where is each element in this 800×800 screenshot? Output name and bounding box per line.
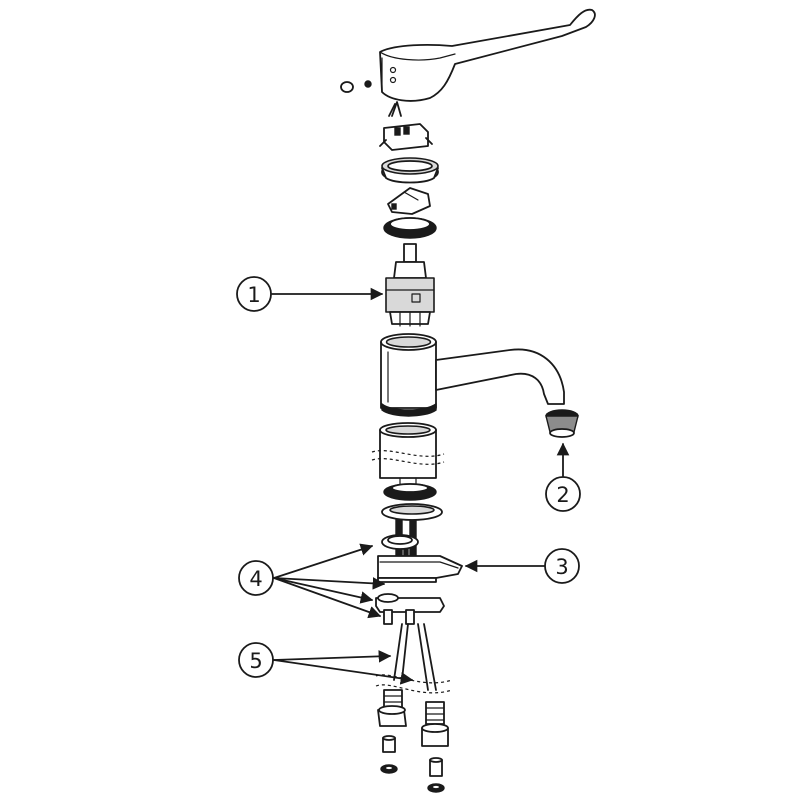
stop-piece: [387, 187, 431, 215]
shank: [371, 422, 445, 497]
spout: [435, 348, 565, 405]
cartridge: [385, 243, 435, 327]
retaining-clip: [388, 101, 402, 117]
callout-5-label: 5: [249, 649, 262, 673]
hose-fitting-right: [421, 701, 449, 747]
faucet-body: [380, 333, 437, 417]
locking-nut: [383, 217, 437, 239]
cover-cap: [381, 157, 439, 184]
callout-3: 3: [544, 548, 580, 584]
lever-handle: [379, 8, 596, 102]
compression-olive-right: [427, 757, 445, 793]
adapter-piece: [379, 123, 433, 151]
gasket: [383, 483, 437, 501]
set-screw: [340, 80, 372, 93]
leader-lines: [271, 287, 570, 685]
callout-4-label: 4: [249, 567, 262, 591]
callout-1: 1: [236, 276, 272, 312]
washer: [381, 503, 443, 521]
hose-fitting-left: [377, 689, 407, 727]
mounting-bracket: [377, 555, 463, 583]
flexible-hoses: [375, 623, 453, 694]
callout-1-label: 1: [247, 283, 260, 307]
fixing-ring: [381, 534, 419, 550]
callout-3-label: 3: [555, 555, 568, 579]
counter-plate: [375, 593, 445, 625]
callout-5: 5: [238, 642, 274, 678]
callout-2-label: 2: [556, 483, 569, 507]
aerator: [545, 409, 579, 438]
compression-olive-left: [380, 735, 398, 774]
callout-2: 2: [545, 476, 581, 512]
callout-4: 4: [238, 560, 274, 596]
